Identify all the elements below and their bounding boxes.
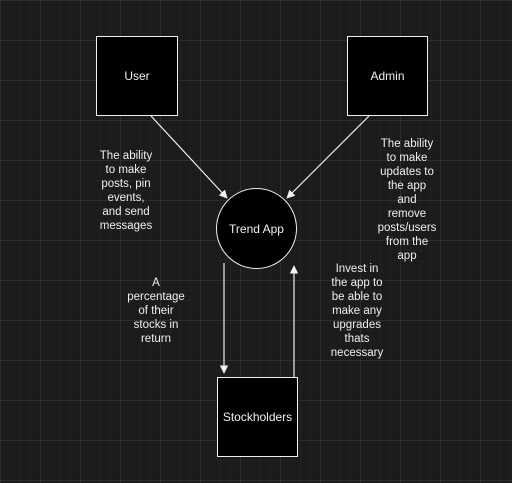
trend-app-node[interactable]: Trend App: [216, 188, 297, 269]
stockholders-node-label: Stockholders: [222, 410, 293, 424]
edge-user-to-app: [150, 115, 228, 199]
user-node-label: User: [124, 69, 150, 83]
edge-label-stockholders-to-app: Invest in the app to be able to make any…: [330, 263, 384, 359]
edge-label-app-to-stockholders: A percentage of their stocks in return: [127, 277, 185, 345]
edge-admin-to-app: [286, 115, 370, 199]
admin-node-label: Admin: [370, 69, 405, 83]
admin-node[interactable]: Admin: [347, 36, 428, 116]
stockholders-node[interactable]: Stockholders: [217, 377, 298, 457]
trend-app-node-label: Trend App: [229, 221, 284, 236]
edge-label-user-to-app: The ability to make posts, pin events, a…: [99, 150, 153, 232]
edge-label-admin-to-app: The ability to make updates to the app a…: [377, 138, 437, 262]
user-node[interactable]: User: [96, 36, 178, 116]
